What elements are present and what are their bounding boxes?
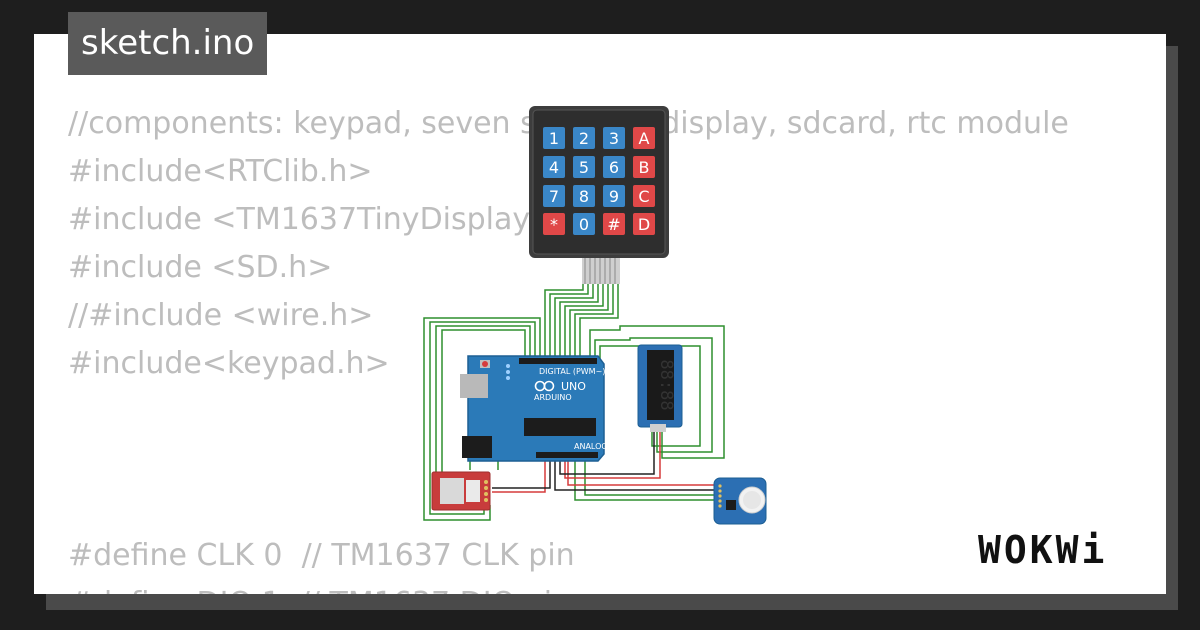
- key-label: D: [638, 215, 650, 234]
- arduino-uno-board[interactable]: DIGITAL (PWM~) UNO ARDUINO ANALOG IN: [460, 355, 619, 462]
- key-hash[interactable]: [603, 213, 625, 235]
- key-label: 6: [609, 158, 619, 177]
- code-line: #define DIO 1 // TM1637 DIO pin: [68, 580, 571, 594]
- rtc-module[interactable]: [713, 477, 767, 525]
- code-line: #include<keypad.h>: [68, 346, 390, 381]
- key-label: B: [639, 158, 650, 177]
- digital-label: DIGITAL (PWM~): [539, 367, 605, 376]
- key-a[interactable]: [633, 127, 655, 149]
- key-label: A: [639, 129, 650, 148]
- key-b[interactable]: [633, 156, 655, 178]
- key-d[interactable]: [633, 213, 655, 235]
- reset-button[interactable]: [482, 361, 488, 367]
- code-line: #define CLK 0 // TM1637 CLK pin: [68, 538, 575, 573]
- analog-label: ANALOG IN: [574, 442, 619, 451]
- key-label: 8: [579, 187, 589, 206]
- wires: [423, 284, 725, 521]
- key-3[interactable]: [603, 127, 625, 149]
- brand-label: ARDUINO: [534, 393, 572, 402]
- key-label: C: [638, 187, 649, 206]
- key-label: #: [607, 215, 620, 234]
- code-line: #include <SD.h>: [68, 250, 333, 285]
- segment-readout: 88:88: [656, 359, 676, 410]
- key-label: 0: [579, 215, 589, 234]
- code-line: #include<RTClib.h>: [68, 154, 373, 189]
- code-line: //#include <wire.h>: [68, 298, 374, 333]
- key-label: 4: [549, 158, 559, 177]
- key-star[interactable]: [543, 213, 565, 235]
- sd-card-module[interactable]: [431, 471, 491, 511]
- key-label: *: [550, 215, 558, 234]
- arduino-logo: [534, 380, 555, 392]
- key-label: 2: [579, 129, 589, 148]
- wokwi-logo: WOKWi: [978, 528, 1108, 572]
- power-jack: [462, 436, 492, 458]
- key-1[interactable]: [543, 127, 565, 149]
- file-tab[interactable]: sketch.ino: [68, 12, 268, 75]
- usb-port: [460, 374, 488, 398]
- key-6[interactable]: [603, 156, 625, 178]
- key-9[interactable]: [603, 185, 625, 207]
- keypad[interactable]: 1 2 3 A 4 5 6 B 7 8 9 C * 0 # D: [529, 106, 669, 284]
- key-label: 9: [609, 187, 619, 206]
- digital-header: [519, 358, 597, 364]
- key-0[interactable]: [573, 213, 595, 235]
- key-c[interactable]: [633, 185, 655, 207]
- key-5[interactable]: [573, 156, 595, 178]
- code-editor: //components: keypad, seven segment disp…: [68, 100, 1069, 594]
- key-label: 5: [579, 158, 589, 177]
- key-4[interactable]: [543, 156, 565, 178]
- uno-label: UNO: [561, 380, 586, 393]
- code-line: #include <TM1637TinyDisplay.h>: [68, 202, 580, 237]
- key-label: 7: [549, 187, 559, 206]
- analog-header: [536, 452, 598, 458]
- key-7[interactable]: [543, 185, 565, 207]
- key-8[interactable]: [573, 185, 595, 207]
- key-label: 1: [549, 129, 559, 148]
- key-label: 3: [609, 129, 619, 148]
- key-2[interactable]: [573, 127, 595, 149]
- atmega-chip: [524, 418, 596, 436]
- tm1637-display[interactable]: 88:88: [637, 344, 683, 432]
